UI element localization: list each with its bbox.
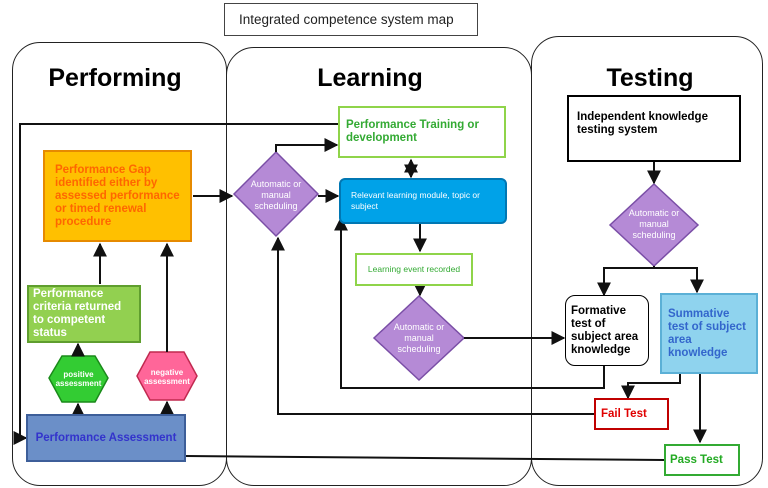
- summative-test-label: Summative test of subject area knowledge: [668, 307, 746, 359]
- performance-criteria-box: Performance criteria returned to compete…: [27, 285, 141, 343]
- fail-test-label: Fail Test: [601, 408, 647, 420]
- learning-module-box: Relevant learning module, topic or subje…: [339, 178, 507, 224]
- scheduling-label-2: Automatic or manual scheduling: [393, 322, 445, 354]
- diagram-title: Integrated competence system map: [224, 3, 478, 36]
- independent-testing-box: Independent knowledge testing system: [567, 95, 741, 162]
- positive-assessment-label: positive assessment: [55, 370, 102, 388]
- scheduling-diamond-1: [232, 150, 320, 238]
- learning-module-label: Relevant learning module, topic or subje…: [351, 190, 480, 211]
- performance-assessment-label: Performance Assessment: [35, 431, 177, 444]
- formative-test-box: Formative test of subject area knowledge: [565, 295, 649, 366]
- positive-hexagon: [48, 355, 109, 403]
- performance-gap-box: Performance Gap identified either by ass…: [43, 150, 192, 242]
- performance-assessment-box: Performance Assessment: [26, 414, 186, 462]
- learning-event-box: Learning event recorded: [355, 253, 473, 286]
- pass-test-box: Pass Test: [664, 444, 740, 476]
- independent-testing-label: Independent knowledge testing system: [577, 111, 708, 136]
- scheduling-label-testing: Automatic or manual scheduling: [628, 208, 680, 240]
- heading-testing: Testing: [606, 64, 694, 92]
- pass-test-label: Pass Test: [670, 454, 723, 466]
- performing-panel: [12, 42, 227, 486]
- performance-gap-label: Performance Gap identified either by ass…: [55, 163, 180, 228]
- performance-training-box: Performance Training or development: [338, 106, 506, 158]
- performance-criteria-label: Performance criteria returned to compete…: [33, 288, 122, 339]
- heading-performing: Performing: [48, 64, 182, 92]
- performance-training-label: Performance Training or development: [346, 119, 479, 144]
- fail-test-box: Fail Test: [594, 398, 669, 430]
- heading-learning: Learning: [317, 64, 423, 92]
- formative-test-label: Formative test of subject area knowledge: [571, 304, 639, 356]
- negative-hexagon: [136, 351, 198, 401]
- summative-test-box: Summative test of subject area knowledge: [660, 293, 758, 374]
- scheduling-label-1: Automatic or manual scheduling: [250, 179, 302, 211]
- negative-assessment-label: negative assessment: [144, 368, 190, 386]
- learning-event-label: Learning event recorded: [367, 264, 461, 274]
- scheduling-diamond-2: [372, 294, 466, 382]
